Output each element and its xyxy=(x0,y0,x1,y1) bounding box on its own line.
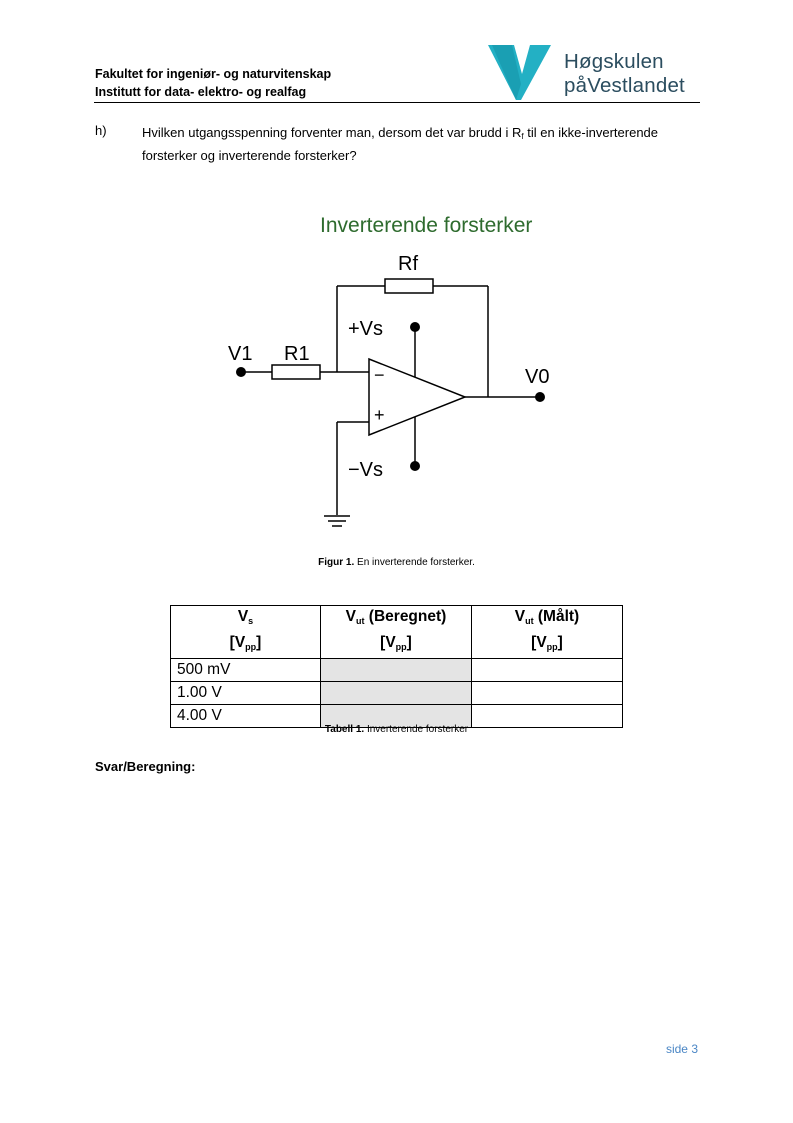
label-v1: V1 xyxy=(228,343,252,365)
output-node xyxy=(535,392,545,402)
cell-vut-measured[interactable] xyxy=(471,681,623,705)
label-r1: R1 xyxy=(284,343,310,365)
figure-caption: Figur 1. En inverterende forsterker. xyxy=(0,557,793,568)
header-divider xyxy=(94,102,700,103)
page-number: side 3 xyxy=(665,1042,698,1056)
figure-caption-bold: Figur 1. xyxy=(318,557,355,568)
institution-logo: Høgskulen påVestlandet xyxy=(486,44,702,102)
table-row: 4.00 V xyxy=(170,704,623,728)
cell-vut-measured[interactable] xyxy=(471,704,623,728)
logo-text-line1: Høgskulen xyxy=(564,50,664,73)
logo-text-line2: påVestlandet xyxy=(564,74,685,97)
cell-vs: 500 mV xyxy=(170,658,321,682)
positive-supply-node xyxy=(410,322,420,332)
question-text-subscript: f xyxy=(521,132,524,141)
header-faculty: Fakultet for ingeniør- og naturvitenskap xyxy=(95,67,332,81)
results-table: Vs [Vpp] Vut (Beregnet) [Vpp] Vut (Målt)… xyxy=(170,605,623,728)
op-amp xyxy=(368,357,468,437)
cell-vut-calculated[interactable] xyxy=(320,681,472,705)
cell-vut-calculated[interactable] xyxy=(320,704,472,728)
negative-supply-node xyxy=(410,461,420,471)
logo-mark-icon xyxy=(488,45,551,100)
header-vut-measured: Vut (Målt) [Vpp] xyxy=(471,605,623,659)
resistor-r1 xyxy=(271,364,321,380)
figure-title: Inverterende forsterker xyxy=(320,214,532,237)
label-vs-negative: −Vs xyxy=(348,459,383,481)
table-caption-bold: Tabell 1. xyxy=(324,724,365,735)
table-caption: Tabell 1. Inverterende forsterker xyxy=(0,724,793,735)
question-text: Hvilken utgangsspenning forventer man, d… xyxy=(142,123,702,165)
table-row: 1.00 V xyxy=(170,681,623,705)
cell-vut-calculated[interactable] xyxy=(320,658,472,682)
label-rf: Rf xyxy=(398,253,418,275)
label-vout: V0 xyxy=(525,366,549,388)
table-caption-text: Inverterende forsterker xyxy=(364,724,469,735)
table-row: 500 mV xyxy=(170,658,623,682)
cell-vut-measured[interactable] xyxy=(471,658,623,682)
question-label: h) xyxy=(95,123,107,138)
inverting-amplifier-diagram: Inverterende forsterker Rf R1 V1 xyxy=(228,214,549,527)
header-vs: Vs [Vpp] xyxy=(170,605,321,659)
label-vs-positive: +Vs xyxy=(348,318,383,340)
figure-caption-text: En inverterende forsterker. xyxy=(354,557,475,568)
answer-label: Svar/Beregning: xyxy=(95,759,196,774)
label-inverting-input: − xyxy=(374,365,385,385)
label-noninverting-input: + xyxy=(374,405,385,425)
question-text-part: Hvilken utgangsspenning forventer man, d… xyxy=(142,125,522,140)
table-header-row: Vs [Vpp] Vut (Beregnet) [Vpp] Vut (Målt)… xyxy=(170,605,623,659)
input-node xyxy=(236,367,246,377)
question-text-part: til en ikke-inverterende forsterker og i… xyxy=(142,125,659,163)
header-vut-calculated: Vut (Beregnet) [Vpp] xyxy=(320,605,472,659)
resistor-rf xyxy=(384,278,434,294)
cell-vs: 4.00 V xyxy=(170,704,321,728)
header-institute: Institutt for data- elektro- og realfag xyxy=(95,85,307,99)
cell-vs: 1.00 V xyxy=(170,681,321,705)
